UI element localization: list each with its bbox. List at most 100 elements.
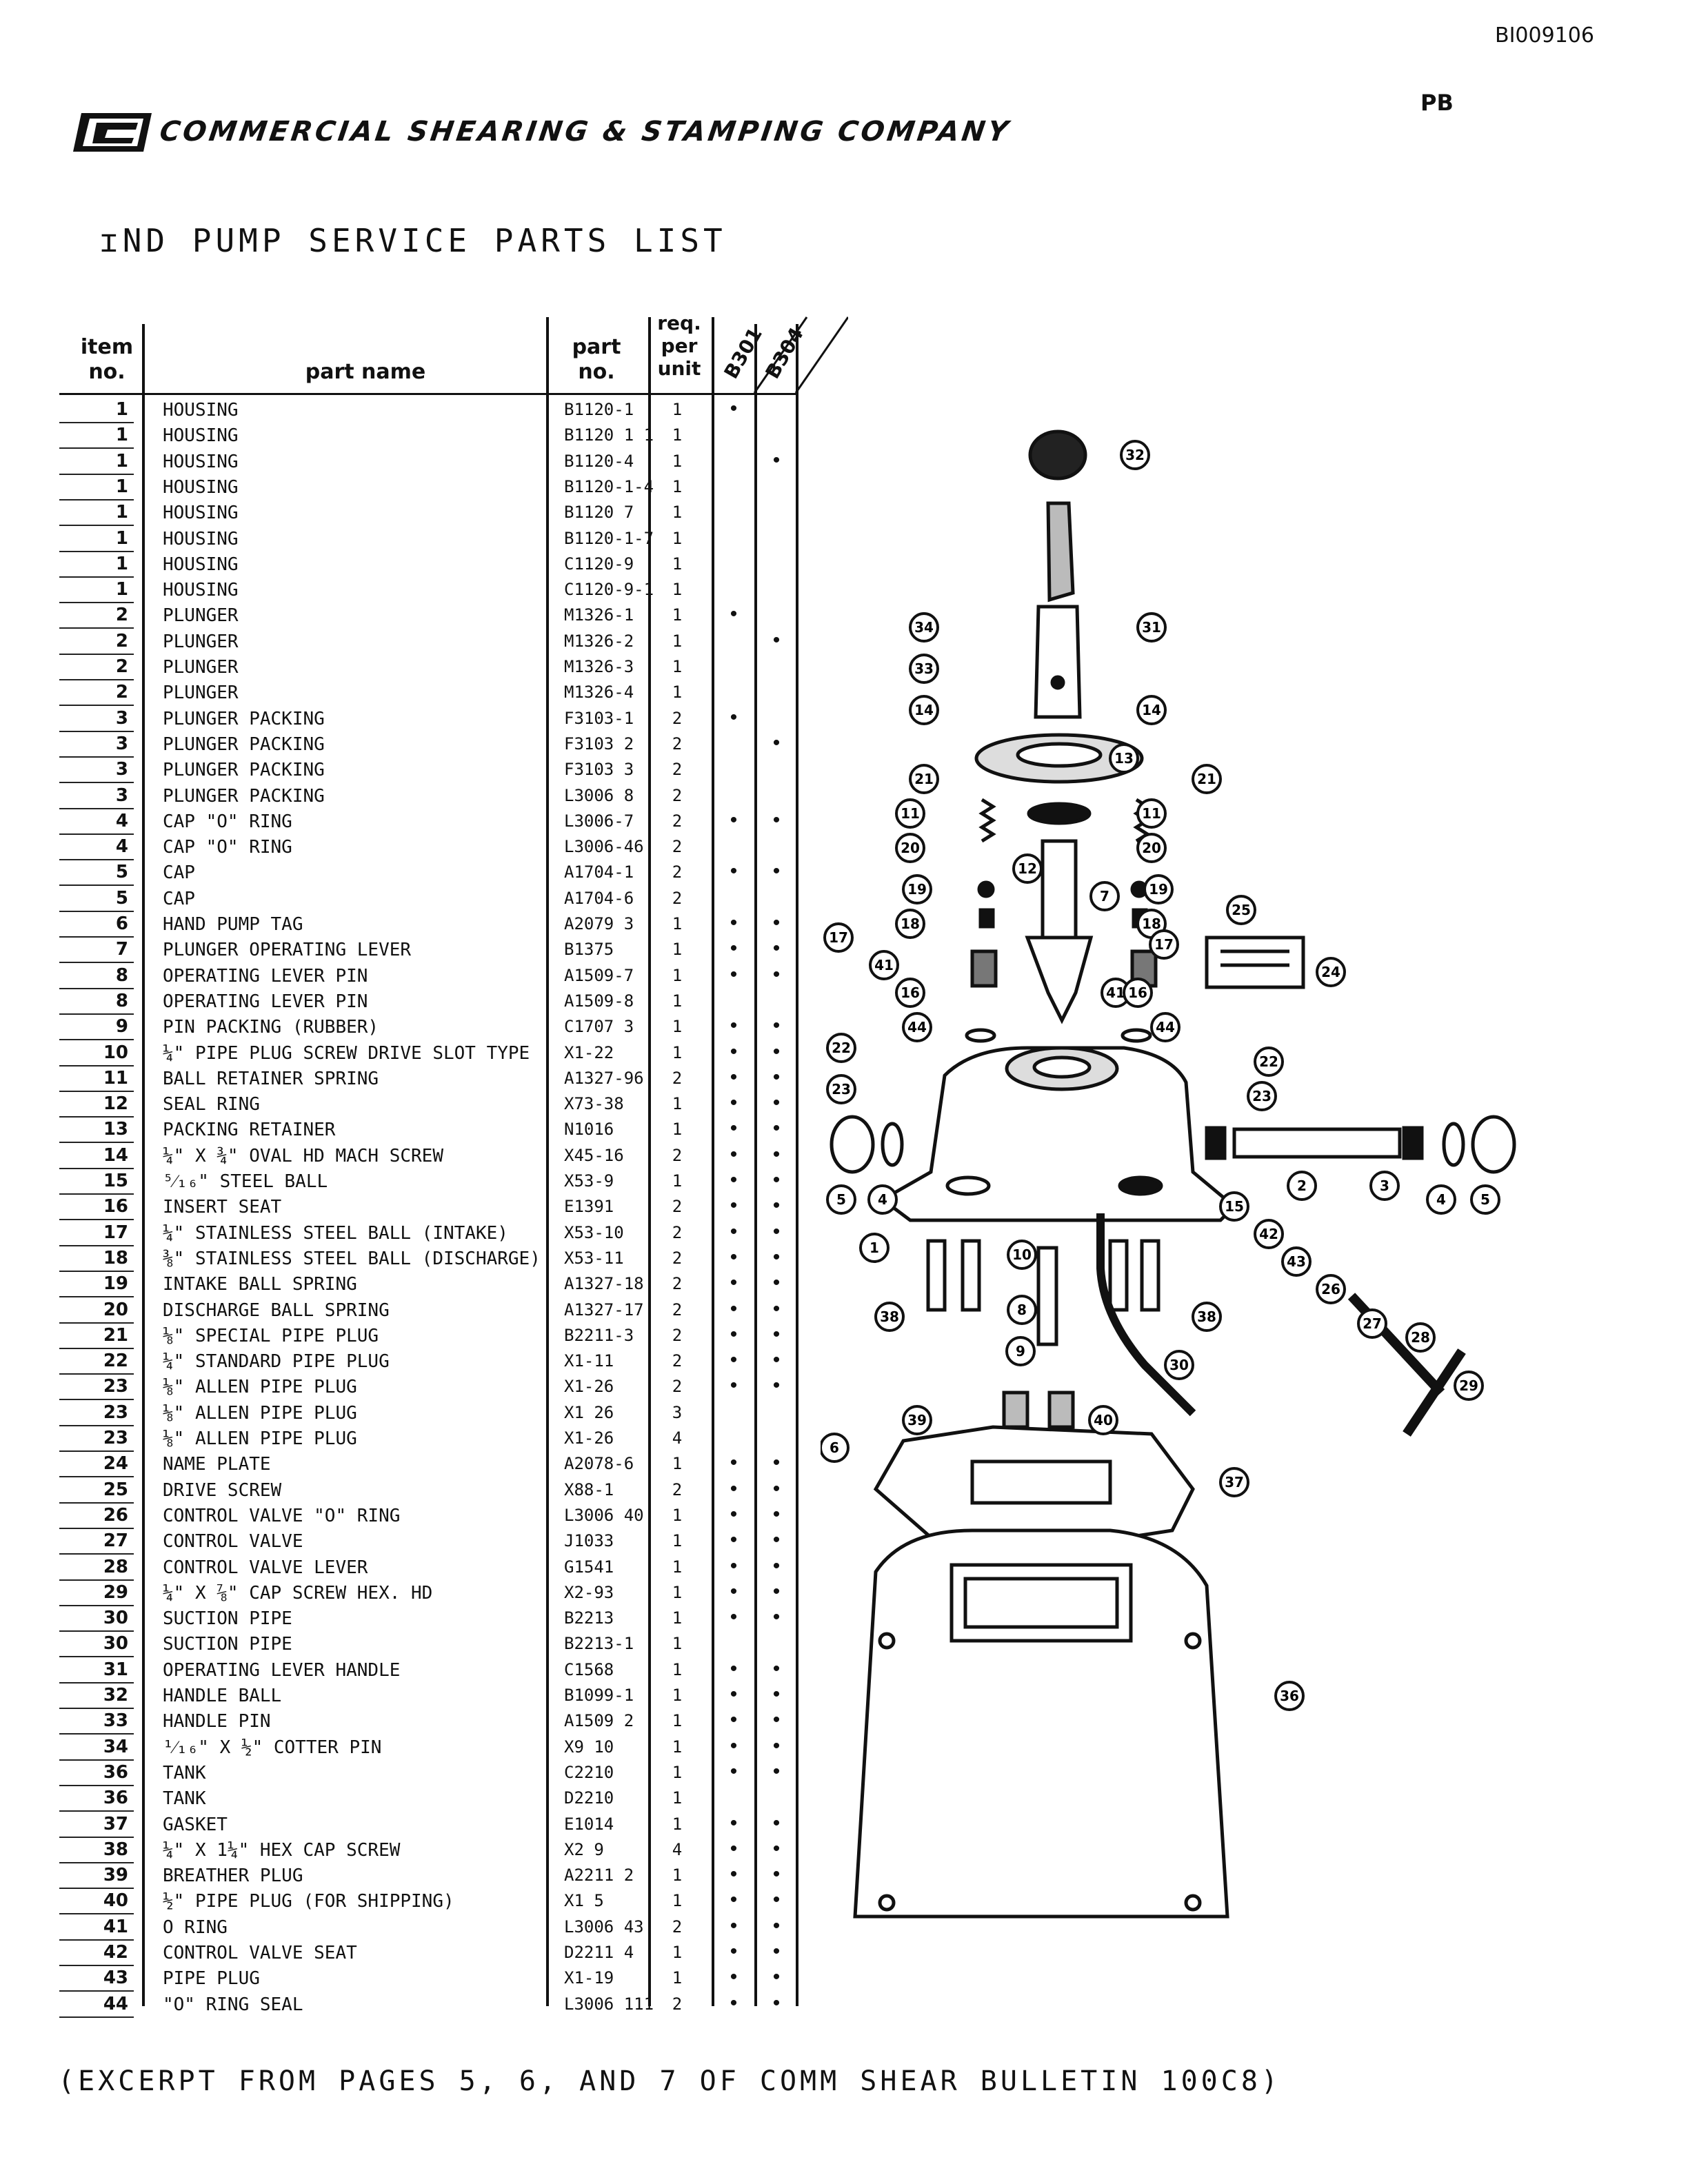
callout-circle: [895, 833, 925, 863]
row-rule: [59, 859, 134, 861]
callout-circle: [1316, 957, 1346, 987]
part-name: INTAKE BALL SPRING: [163, 1274, 357, 1295]
row-rule: [59, 910, 134, 912]
item-no: 22: [103, 1351, 128, 1372]
callout-label: 42: [1259, 1226, 1278, 1242]
b301-mark: •: [730, 1091, 738, 1115]
part-no: A1327-17: [564, 1300, 644, 1320]
callout-circle: [1281, 1246, 1312, 1277]
callout-circle: [1136, 695, 1167, 725]
row-rule: [59, 447, 134, 449]
qty-per-unit: 2: [672, 1248, 683, 1268]
row-rule: [59, 1681, 134, 1684]
callout-label: 17: [829, 929, 848, 946]
row-rule: [59, 1861, 134, 1863]
callout-circle: [874, 1302, 905, 1332]
item-no: 14: [103, 1144, 128, 1166]
b304-mark: •: [772, 1245, 781, 1268]
company-name: COMMERCIAL SHEARING & STAMPING COMPANY: [157, 116, 1013, 148]
b301-mark: •: [730, 1940, 738, 1963]
b304-mark: •: [772, 731, 781, 754]
part-no: B2213: [564, 1608, 614, 1628]
row-rule: [59, 1244, 134, 1246]
callout-label: 32: [1125, 447, 1145, 463]
part-no: A1704-6: [564, 888, 634, 908]
item-no: 44: [103, 1993, 128, 2014]
part-name: CONTROL VALVE "O" RING: [163, 1505, 401, 1526]
callout-circle: [1369, 1171, 1400, 1201]
qty-per-unit: 1: [672, 631, 683, 651]
row-rule: [59, 602, 134, 604]
callout-circle: [1143, 874, 1174, 904]
item-no: 4: [115, 810, 128, 831]
b301-mark: •: [730, 1142, 738, 1166]
item-no: 1: [115, 579, 128, 600]
grid-line: [712, 317, 714, 2006]
item-no: 1: [115, 527, 128, 549]
b301-mark: •: [730, 1348, 738, 1372]
row-rule: [59, 1553, 134, 1555]
row-rule: [59, 1013, 134, 1015]
part-no: B1120-1-7: [564, 528, 654, 548]
b304-mark: •: [772, 1451, 781, 1475]
part-name: CONTROL VALVE SEAT: [163, 1943, 357, 1963]
callout-label: 14: [914, 702, 934, 718]
b301-mark: •: [730, 1194, 738, 1217]
part-name: ⅛" ALLEN PIPE PLUG: [163, 1377, 357, 1398]
b301-mark: •: [730, 1708, 738, 1732]
qty-per-unit: 1: [672, 965, 683, 985]
b301-mark: •: [730, 1734, 738, 1757]
b301-mark: •: [730, 1451, 738, 1475]
callout-circle: [1405, 1322, 1436, 1353]
item-no: 3: [115, 785, 128, 806]
row-rule: [59, 1527, 134, 1529]
callout-label: 11: [1142, 805, 1161, 822]
part-name: HOUSING: [163, 503, 239, 524]
row-rule: [59, 1939, 134, 1941]
b304-mark: •: [772, 1657, 781, 1680]
grid-line: [754, 324, 757, 2006]
qty-per-unit: 1: [672, 1891, 683, 1911]
part-name: PIN PACKING (RUBBER): [163, 1017, 379, 1038]
qty-per-unit: 2: [672, 1377, 683, 1397]
part-name: ¼" x ⅞" CAP SCREW HEX. HD: [163, 1582, 433, 1604]
row-rule: [59, 1836, 134, 1838]
item-no: 6: [115, 913, 128, 934]
b301-mark: •: [730, 1657, 738, 1680]
qty-per-unit: 2: [672, 888, 683, 908]
part-name: ½" PIPE PLUG (FOR SHIPPING): [163, 1891, 454, 1912]
callout-label: 21: [914, 771, 934, 787]
header-part-name: part name: [305, 360, 426, 384]
b301-mark: •: [730, 705, 738, 729]
callout-circle: [1274, 1681, 1305, 1711]
part-no: E1014: [564, 1814, 614, 1834]
row-rule: [59, 1399, 134, 1401]
callout-circle: [1012, 853, 1043, 884]
b304-mark: •: [772, 1606, 781, 1629]
b304-mark: •: [772, 1271, 781, 1295]
part-name: GASKET: [163, 1814, 228, 1835]
row-rule: [59, 705, 134, 707]
item-no: 26: [103, 1504, 128, 1526]
page-code: PB: [1420, 90, 1454, 116]
part-name: ⅜" STAINLESS STEEL BALL (DISCHARGE): [163, 1248, 541, 1269]
part-no: F3103 2: [564, 734, 634, 754]
callout-circle: [895, 798, 925, 829]
item-no: 41: [103, 1916, 128, 1937]
part-no: X1 26: [564, 1402, 614, 1422]
part-name: PLUNGER OPERATING LEVER: [163, 940, 412, 961]
b304-mark: •: [772, 448, 781, 472]
